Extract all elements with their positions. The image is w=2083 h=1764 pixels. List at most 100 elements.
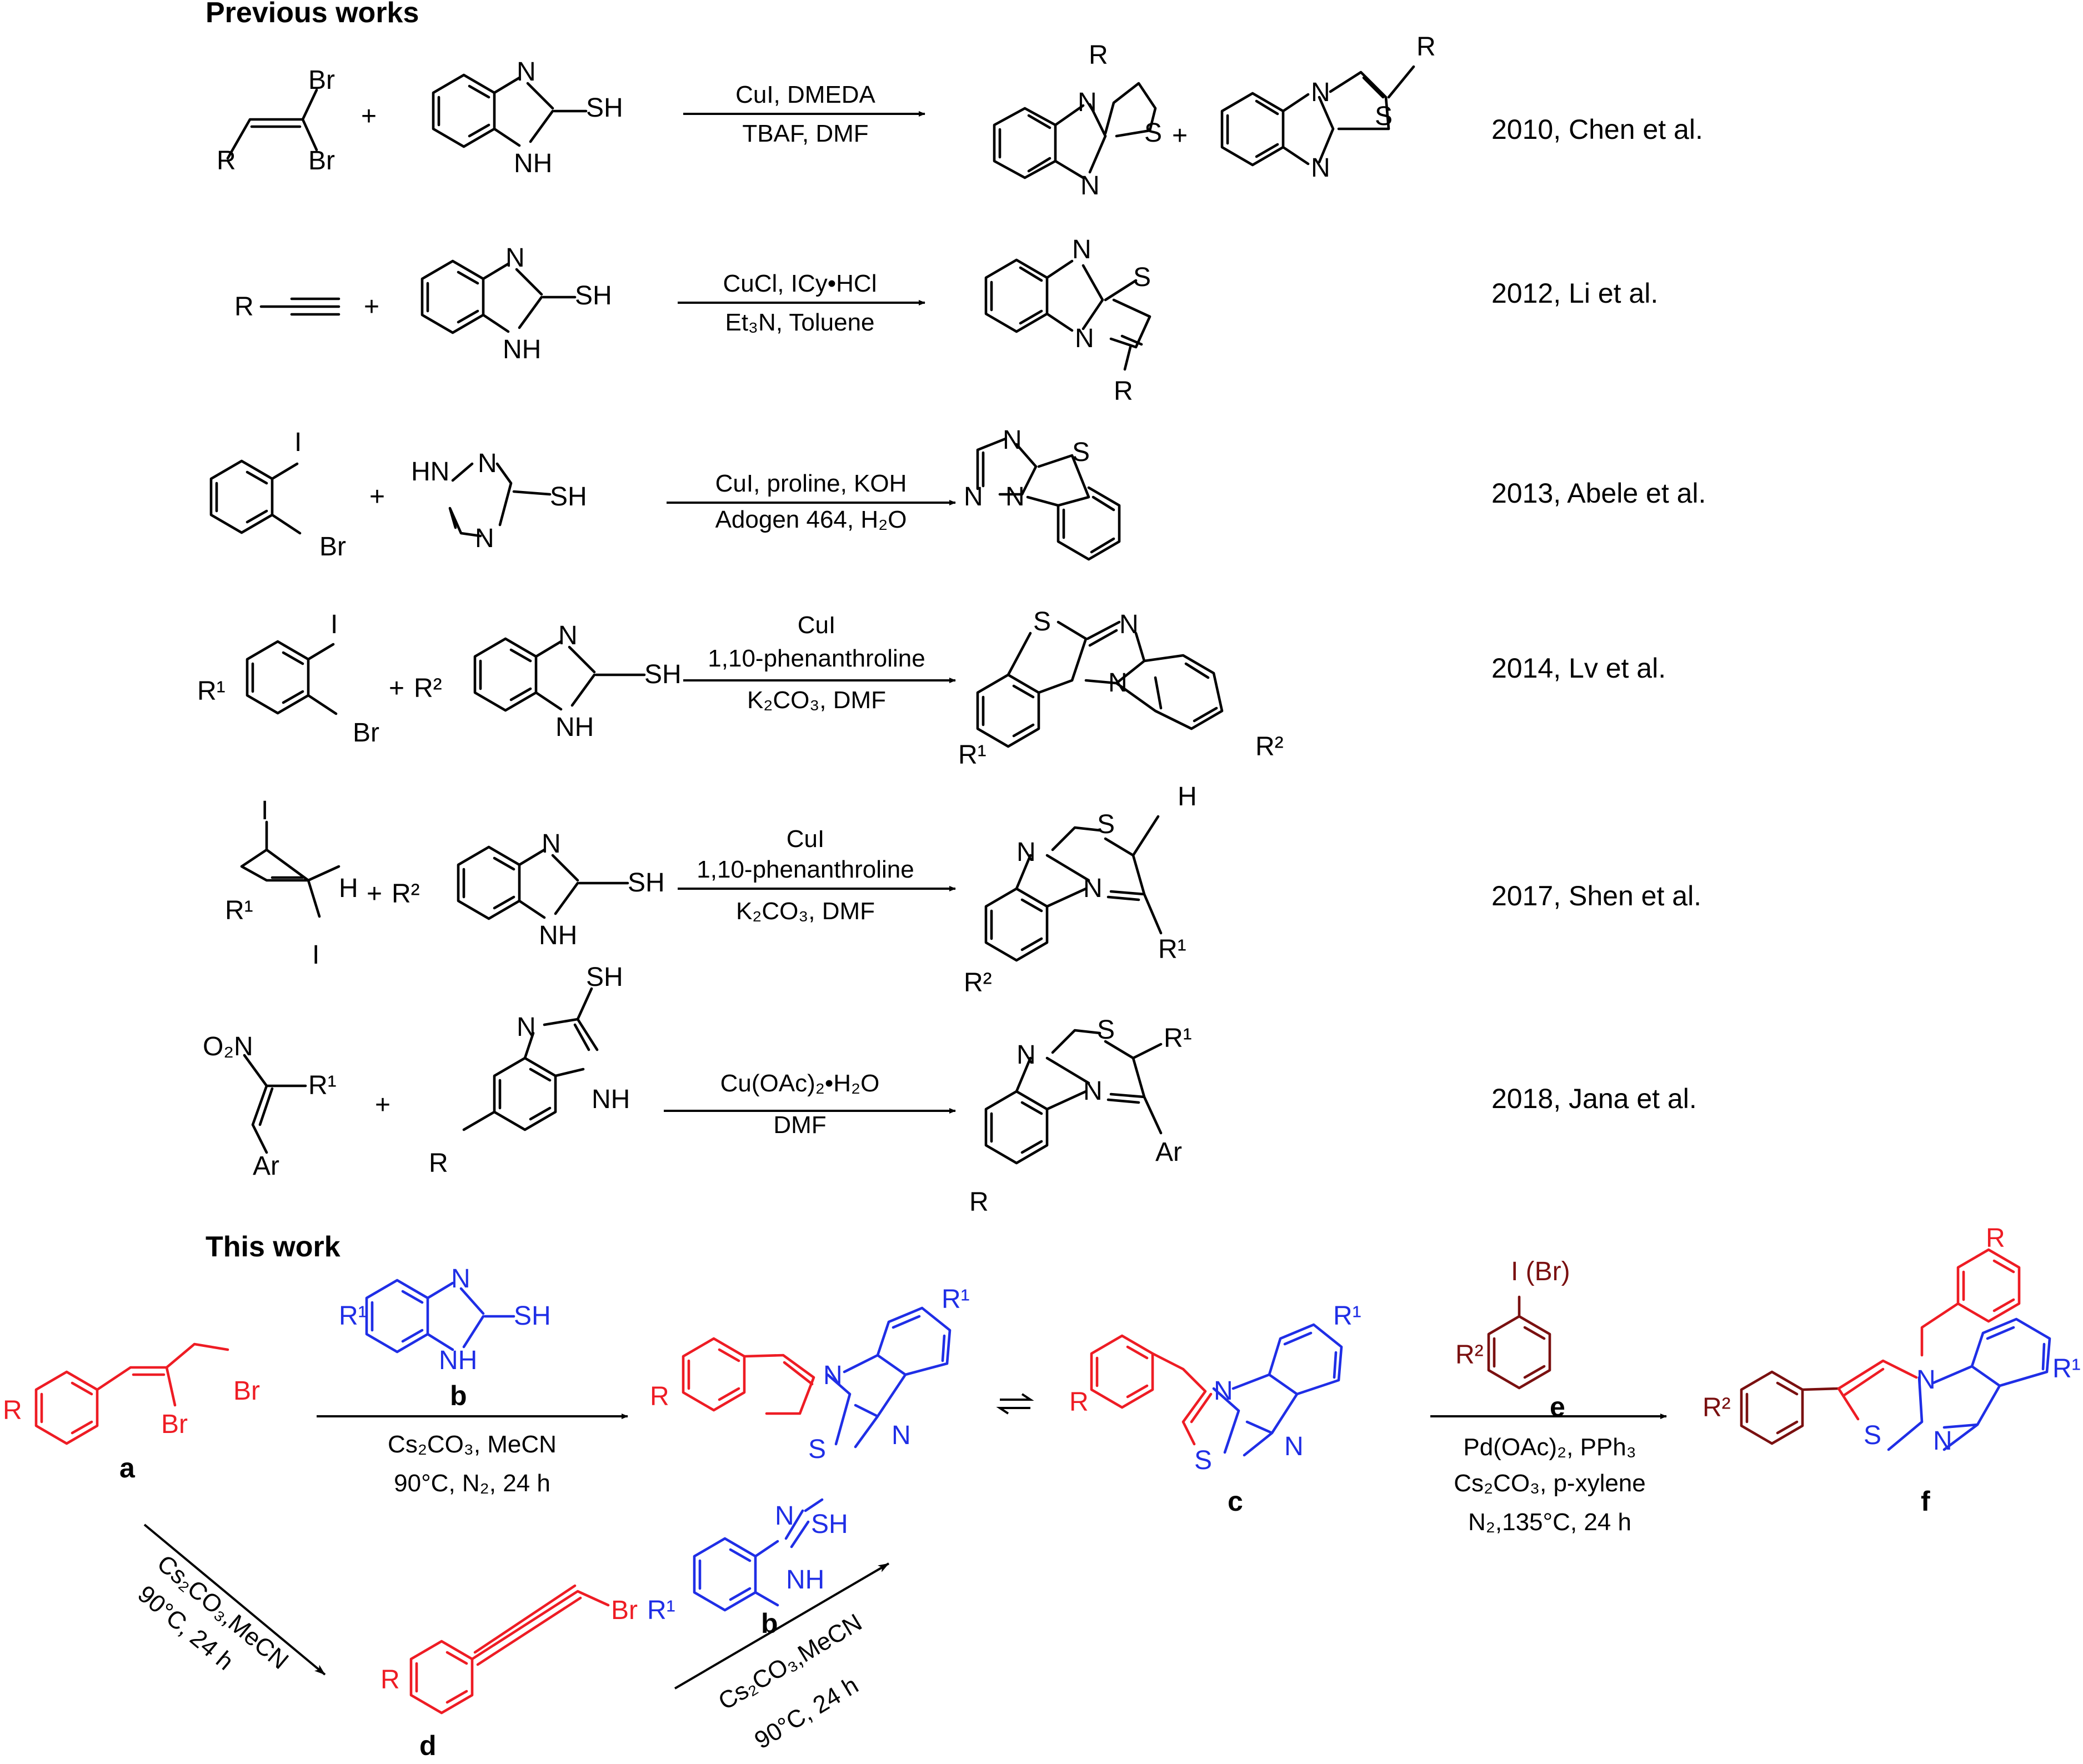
equilibrium-arrow: [996, 1393, 1034, 1415]
row-2013: I Br + HN N N SH CuI, proline, KOH Adoge…: [209, 425, 1121, 562]
atom-n: N: [1003, 425, 1022, 455]
atom-r1: R¹: [225, 896, 253, 925]
plus-sign: +: [369, 482, 385, 512]
atom-s: S: [1097, 810, 1115, 839]
atom-nh: NH: [514, 149, 552, 178]
atom-n: N: [478, 449, 497, 478]
atom-s: S: [1375, 102, 1393, 131]
atom-hn: HN: [411, 457, 449, 487]
atom-br: Br: [308, 146, 335, 176]
atom-n: N: [1284, 1432, 1304, 1461]
ref-2013: 2013, Abele et al.: [1491, 478, 1706, 509]
atom-br: Br: [233, 1376, 260, 1406]
heading-this-work: This work: [206, 1231, 341, 1263]
heading-previous-works: Previous works: [206, 0, 419, 29]
atom-nh: NH: [439, 1346, 477, 1375]
atom-n: N: [1080, 171, 1100, 201]
atom-sh: SH: [644, 660, 682, 689]
atom-r: R: [1089, 41, 1108, 70]
condition-line2: Cs₂CO₃, p-xylene: [1454, 1470, 1646, 1497]
atom-s: S: [1133, 263, 1151, 292]
atom-r: R: [969, 1187, 989, 1217]
ref-2018: 2018, Jana et al.: [1491, 1083, 1697, 1114]
atom-n: N: [1933, 1426, 1952, 1456]
atom-s: S: [1033, 607, 1051, 637]
atom-sh: SH: [586, 963, 623, 992]
atom-i-br: I (Br): [1511, 1257, 1570, 1286]
atom-n: N: [558, 621, 578, 650]
atom-r2: R²: [1255, 732, 1284, 761]
plus-sign: +: [389, 674, 404, 703]
atom-nh: NH: [786, 1565, 824, 1595]
atom-r1: R¹: [197, 676, 226, 706]
atom-h: H: [1178, 782, 1197, 811]
row-2014: I Br R¹ + R² N NH SH CuI 1,10-phenanthro…: [197, 607, 1284, 770]
condition-line1: Pd(OAc)₂, PPh₃: [1463, 1434, 1636, 1461]
condition-line1: CuI: [798, 612, 835, 639]
atom-i: I: [294, 428, 302, 457]
atom-s: S: [1864, 1421, 1881, 1450]
atom-r1: R¹: [2052, 1354, 2081, 1384]
compound-a-label: a: [119, 1452, 136, 1484]
atom-r1: R¹: [1164, 1024, 1192, 1053]
ref-2017: 2017, Shen et al.: [1491, 880, 1701, 911]
atom-n: N: [517, 1013, 536, 1042]
atom-n: N: [823, 1361, 843, 1390]
atom-ar: Ar: [253, 1151, 279, 1181]
atom-r: R: [3, 1396, 22, 1425]
atom-n: N: [475, 524, 494, 553]
atom-n: N: [1119, 610, 1139, 639]
atom-n: N: [542, 829, 561, 859]
atom-br: Br: [161, 1410, 188, 1439]
atom-r1: R¹: [647, 1596, 675, 1625]
atom-n: N: [517, 57, 536, 87]
atom-n: N: [451, 1264, 470, 1294]
atom-i: I: [261, 796, 268, 825]
atom-r1: R¹: [308, 1071, 337, 1100]
atom-br: Br: [308, 66, 335, 95]
ref-2012: 2012, Li et al.: [1491, 278, 1658, 309]
atom-br: Br: [611, 1596, 638, 1625]
atom-n: N: [1017, 838, 1036, 867]
compound-e-label: e: [1550, 1391, 1565, 1422]
condition-bottom: DMF: [773, 1111, 826, 1139]
this-work: R Br Br a R¹ N NH SH b Cs₂CO₃, MeCN 90°C…: [3, 1224, 2081, 1761]
atom-i: I: [312, 940, 319, 970]
atom-r: R: [1069, 1387, 1089, 1417]
atom-n: N: [1017, 1040, 1036, 1070]
atom-r2: R²: [964, 968, 992, 998]
condition-line2: 1,10-phenanthroline: [697, 856, 914, 883]
ref-2010: 2010, Chen et al.: [1491, 114, 1703, 145]
atom-h: H: [339, 874, 358, 903]
condition-bottom: Adogen 464, H₂O: [715, 506, 907, 533]
condition-bottom: K₂CO₃, DMF: [747, 686, 886, 714]
atom-n: N: [892, 1421, 911, 1450]
atom-r2: R²: [414, 674, 442, 703]
row-2017: I I R¹ H + R² N NH SH CuI 1,10-phenanthr…: [225, 782, 1197, 998]
atom-s: S: [808, 1435, 826, 1464]
compound-d-label: d: [419, 1730, 437, 1761]
condition-top: CuI, proline, KOH: [715, 470, 907, 497]
atom-r2: R²: [1455, 1340, 1484, 1370]
atom-n: N: [964, 482, 983, 512]
atom-r2: R²: [392, 879, 420, 909]
plus-sign: +: [367, 879, 382, 909]
atom-r: R: [217, 146, 236, 176]
atom-nh: NH: [555, 713, 594, 742]
atom-r: R: [234, 292, 254, 322]
condition-line3: N₂,135°C, 24 h: [1468, 1509, 1631, 1536]
atom-r1: R¹: [958, 740, 987, 770]
atom-n: N: [1916, 1365, 1936, 1395]
atom-sh: SH: [586, 93, 623, 123]
atom-n: N: [1311, 153, 1330, 183]
condition-line2: 90°C, N₂, 24 h: [394, 1470, 550, 1497]
atom-br: Br: [353, 718, 379, 748]
compound-f-label: f: [1921, 1486, 1930, 1517]
reaction-arrow: [674, 1562, 890, 1690]
atom-sh: SH: [575, 281, 612, 310]
condition-line1: Cs₂CO₃, MeCN: [388, 1431, 557, 1458]
compound-b-label: b: [450, 1380, 467, 1411]
atom-r1: R¹: [339, 1301, 367, 1331]
atom-ar: Ar: [1155, 1137, 1182, 1167]
atom-n: N: [505, 243, 525, 273]
